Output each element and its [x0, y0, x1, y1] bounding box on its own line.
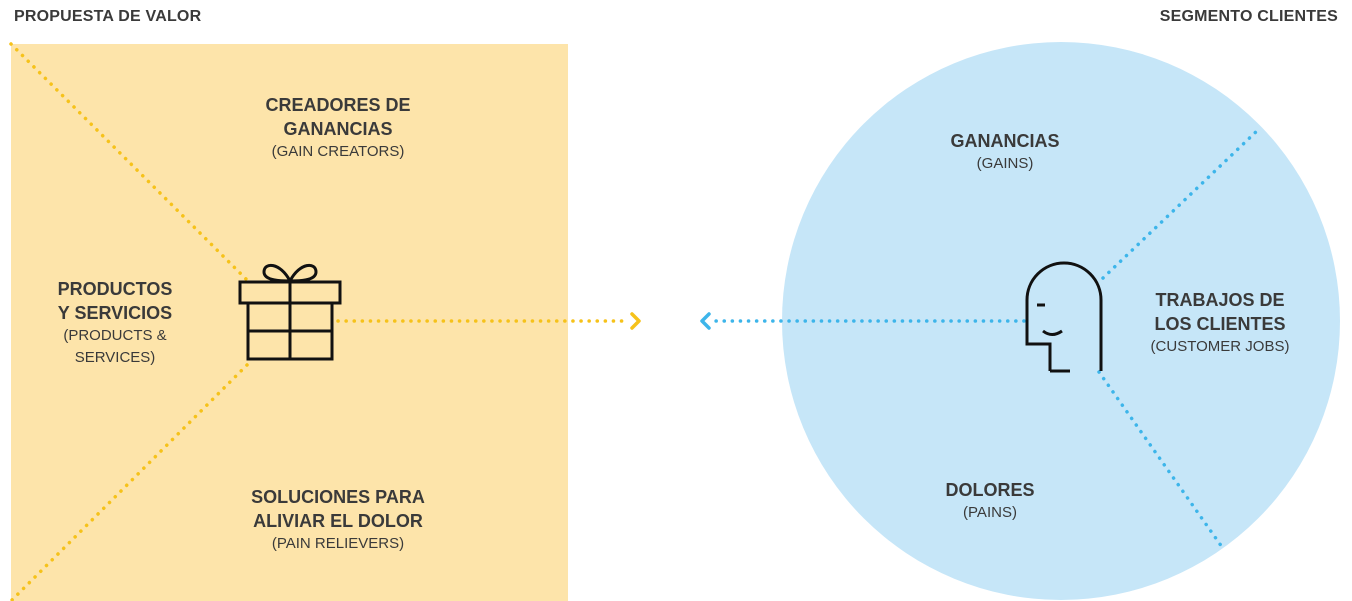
products-services-subtitle-line2: SERVICES) — [74, 349, 156, 366]
pain-relievers-label: SOLUCIONES PARA ALIVIAR EL DOLOR (PAIN R… — [218, 485, 458, 555]
gains-subtitle: (GAINS) — [976, 155, 1034, 172]
pain-relievers-title-line2: ALIVIAR EL DOLOR — [253, 511, 423, 531]
value-proposition-header: PROPUESTA DE VALOR — [14, 8, 202, 25]
customer-jobs-title-line2: LOS CLIENTES — [1154, 314, 1286, 334]
customer-segment-header: SEGMENTO CLIENTES — [1159, 8, 1338, 25]
gain-creators-title-line1: CREADORES DE — [265, 95, 411, 115]
gift-icon — [238, 263, 342, 361]
pain-relievers-subtitle: (PAIN RELIEVERS) — [271, 535, 405, 552]
customer-face-icon — [1025, 261, 1103, 373]
square-divider-upper — [9, 42, 248, 281]
gains-title: GANANCIAS — [950, 131, 1060, 151]
arrow-right-icon — [630, 312, 641, 330]
customer-segment-circle — [782, 42, 1340, 600]
gain-creators-label: CREADORES DE GANANCIAS (GAIN CREATORS) — [238, 93, 438, 163]
products-services-label: PRODUCTOS Y SERVICIOS (PRODUCTS & SERVIC… — [30, 277, 200, 369]
gain-creators-title-line2: GANANCIAS — [283, 119, 393, 139]
gains-label: GANANCIAS (GAINS) — [905, 129, 1105, 175]
gain-creators-subtitle: (GAIN CREATORS) — [271, 143, 405, 160]
products-services-subtitle-line1: (PRODUCTS & — [63, 327, 167, 344]
customer-jobs-title-line1: TRABAJOS DE — [1155, 290, 1285, 310]
products-services-title-line2: Y SERVICIOS — [57, 303, 173, 323]
pains-subtitle: (PAINS) — [963, 504, 1017, 521]
pains-title: DOLORES — [945, 480, 1035, 500]
pain-relievers-title-line1: SOLUCIONES PARA — [251, 487, 425, 507]
customer-jobs-label: TRABAJOS DE LOS CLIENTES (CUSTOMER JOBS) — [1120, 288, 1320, 358]
customer-jobs-subtitle: (CUSTOMER JOBS) — [1150, 338, 1290, 355]
arrow-left-icon — [700, 312, 711, 330]
products-services-title-line1: PRODUCTOS — [57, 279, 173, 299]
circle-divider-lower — [1097, 370, 1224, 549]
square-divider-lower — [9, 363, 249, 601]
pains-label: DOLORES (PAINS) — [890, 478, 1090, 524]
